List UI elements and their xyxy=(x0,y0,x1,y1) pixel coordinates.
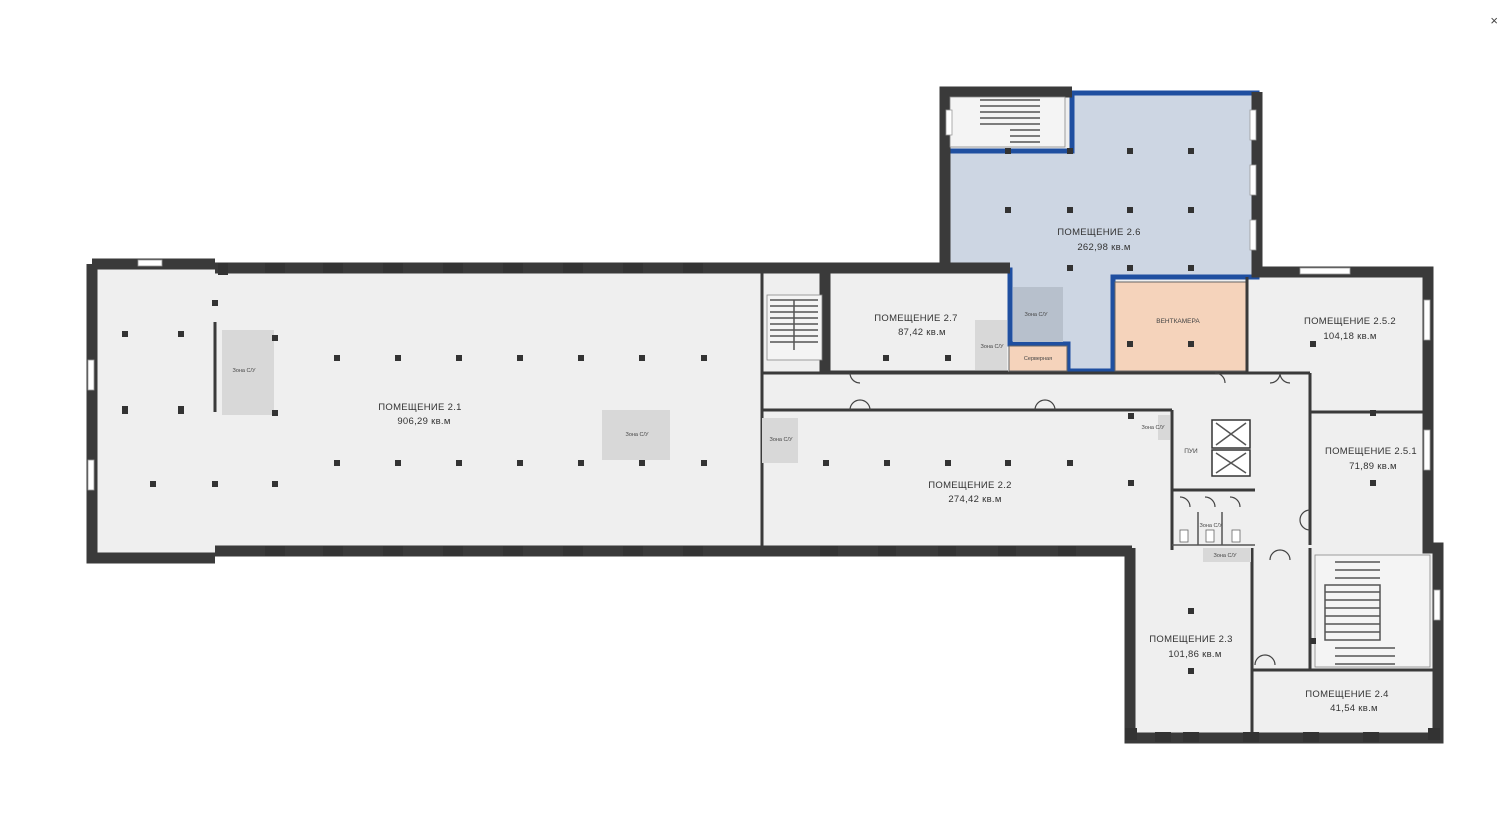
staircase-north xyxy=(949,96,1066,148)
room-2-5-2[interactable]: ПОМЕЩЕНИЕ 2.5.2 104,18 кв.м xyxy=(1304,316,1396,342)
room-2-5-2-area: 104,18 кв.м xyxy=(1323,331,1376,342)
wc-zone-label: Зона С/У xyxy=(770,437,794,443)
room-2-6-area: 262,98 кв.м xyxy=(1077,242,1130,253)
room-2-6[interactable]: ПОМЕЩЕНИЕ 2.6 262,98 кв.м xyxy=(1057,227,1140,253)
wc-zones xyxy=(222,320,1251,562)
wc-zone-label: Зона С/У xyxy=(1214,553,1238,559)
room-2-4-area: 41,54 кв.м xyxy=(1330,703,1378,714)
vent-chamber[interactable] xyxy=(1114,281,1247,372)
room-2-2[interactable]: ПОМЕЩЕНИЕ 2.2 274,42 кв.м xyxy=(928,480,1011,505)
room-2-7-area: 87,42 кв.м xyxy=(898,327,946,338)
room-2-7-name: ПОМЕЩЕНИЕ 2.7 xyxy=(874,313,957,324)
columns xyxy=(122,148,1376,674)
wc-zone-label: Зона С/У xyxy=(233,368,257,374)
windows xyxy=(87,109,1441,621)
room-2-5-1-area: 71,89 кв.м xyxy=(1349,461,1397,472)
wc-zone-label: Зона С/У xyxy=(626,432,650,438)
doors xyxy=(849,372,1311,666)
room-2-3-area: 101,86 кв.м xyxy=(1168,649,1221,660)
room-2-1-area: 906,29 кв.м xyxy=(397,416,450,427)
room-2-3[interactable]: ПОМЕЩЕНИЕ 2.3 101,86 кв.м xyxy=(1149,634,1232,660)
server-room[interactable] xyxy=(1008,345,1068,372)
wc-zone-label: Зона С/У xyxy=(981,344,1005,350)
room-2-5-1[interactable]: ПОМЕЩЕНИЕ 2.5.1 71,89 кв.м xyxy=(1325,446,1417,472)
staircase-east xyxy=(1314,554,1431,668)
wc-zone-label: Зона С/У xyxy=(1142,425,1166,431)
inner-walls xyxy=(213,272,1438,735)
room-2-2-name: ПОМЕЩЕНИЕ 2.2 xyxy=(928,480,1011,491)
pui-label: ПУИ xyxy=(1184,448,1198,455)
room-2-1-name: ПОМЕЩЕНИЕ 2.1 xyxy=(378,402,461,413)
room-2-3-name: ПОМЕЩЕНИЕ 2.3 xyxy=(1149,634,1232,645)
toilet-fixtures xyxy=(1179,529,1241,543)
server-room-label: Серверная xyxy=(1024,356,1052,362)
wc-zone-label: Зона С/У xyxy=(1025,312,1049,318)
room-2-4-name: ПОМЕЩЕНИЕ 2.4 xyxy=(1305,689,1388,700)
wc-zone-2-6 xyxy=(1013,287,1063,342)
wc-zone-label: Зона С/У xyxy=(1200,523,1224,529)
close-icon[interactable]: × xyxy=(1490,13,1498,28)
room-2-1[interactable]: ПОМЕЩЕНИЕ 2.1 906,29 кв.м xyxy=(378,402,461,427)
room-2-2-area: 274,42 кв.м xyxy=(948,494,1001,505)
staircase-west xyxy=(766,294,823,361)
room-2-6-name: ПОМЕЩЕНИЕ 2.6 xyxy=(1057,227,1140,238)
wall-piers xyxy=(218,263,1440,742)
room-2-5-2-name: ПОМЕЩЕНИЕ 2.5.2 xyxy=(1304,316,1396,327)
room-2-4[interactable]: ПОМЕЩЕНИЕ 2.4 41,54 кв.м xyxy=(1305,689,1388,714)
room-2-7[interactable]: ПОМЕЩЕНИЕ 2.7 87,42 кв.м xyxy=(874,313,957,338)
elevators xyxy=(1211,419,1251,477)
room-2-5-1-name: ПОМЕЩЕНИЕ 2.5.1 xyxy=(1325,446,1417,457)
vent-chamber-label: ВЕНТКАМЕРА xyxy=(1156,318,1200,325)
